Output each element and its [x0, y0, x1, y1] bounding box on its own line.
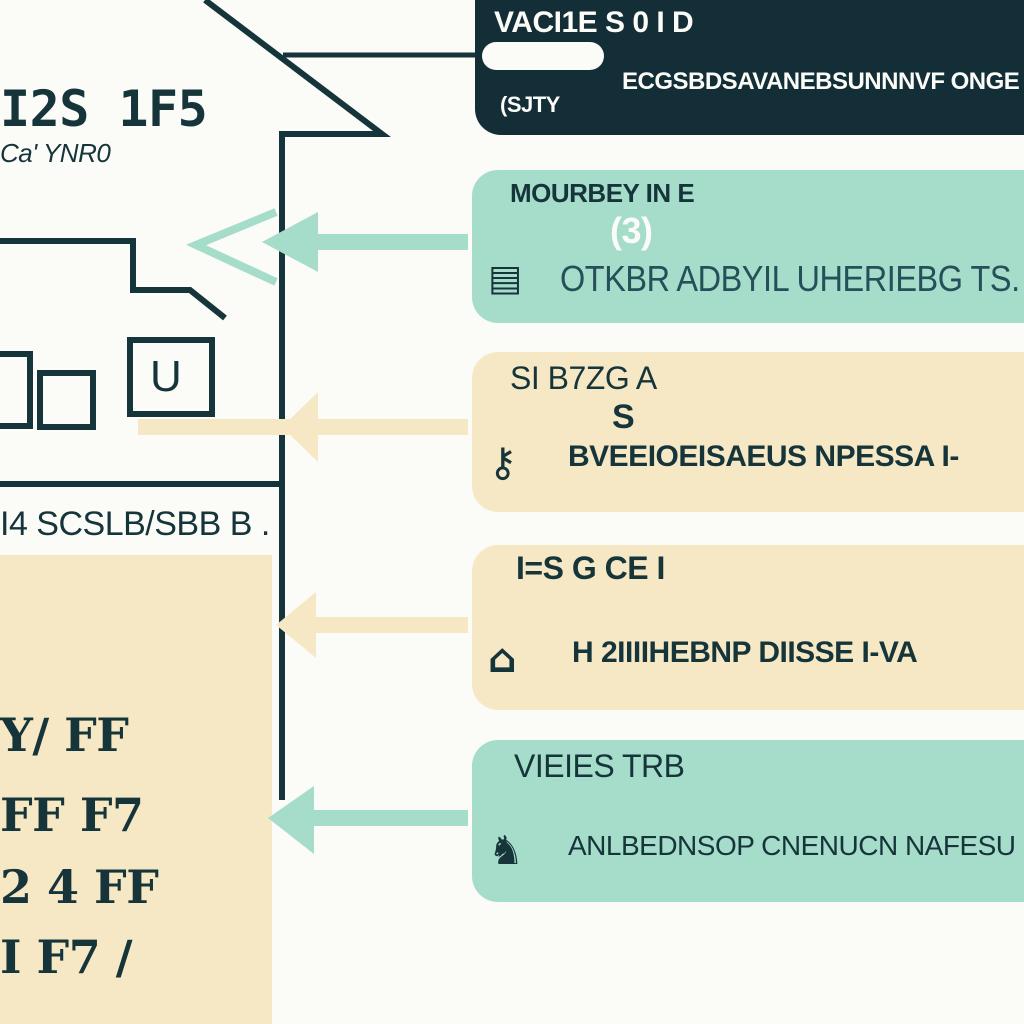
monitor-icon: ▤: [488, 258, 523, 299]
card-2-body: OTKBR ADBYIL UHERIEBG TS.: [560, 258, 1020, 299]
card-3: [472, 352, 1024, 512]
house-subtitle: Ca' YNR0: [0, 138, 111, 168]
arrow-4: [268, 786, 468, 854]
card-5-body: ANLBEDNSOP CNENUCN NAFESU: [568, 830, 1016, 861]
card-2-badge: (3): [610, 210, 653, 251]
door-label: U: [150, 352, 182, 401]
figure-icon: ♞: [488, 828, 524, 874]
card-4-body: H 2IIIIHEBNP DIISSE I-VA: [572, 636, 918, 669]
arrow-3: [276, 592, 468, 658]
arrow-1: [186, 208, 468, 286]
stat-1: Y/ FF: [0, 708, 129, 762]
card-1-title: VACI1E S 0 I D: [494, 6, 694, 39]
card-2-title: MOURBEY IN E: [510, 178, 695, 208]
card-3-badge: S: [612, 398, 635, 436]
card-1-tab: [482, 42, 604, 70]
stat-3: 2 4 FF: [0, 860, 159, 914]
card-1-body: ECGSBDSAVANEBSUNNNVF ONGE: [622, 68, 1020, 95]
house-title: I2S 1F5: [0, 80, 208, 138]
card-2: [472, 170, 1024, 323]
house-caption: I4 SCSLB/SBB B .: [0, 505, 270, 543]
card-5: [472, 740, 1024, 902]
card-3-title: SI B7ZG A: [510, 360, 657, 396]
card-4: [472, 545, 1024, 710]
card-5-title: VIEIES TRB: [514, 748, 685, 784]
left-panel-bg: [0, 555, 272, 1024]
stat-2: FF F7: [0, 788, 144, 842]
arrow-2: [138, 392, 468, 462]
card-3-body: BVEEIOEISAEUS NPESSA I-: [568, 440, 959, 473]
key-icon: ⚷: [488, 440, 518, 486]
card-4-title: I=S G CE I: [516, 550, 665, 586]
house-icon: ⌂: [488, 636, 517, 682]
card-1-note: (SJTY: [500, 92, 560, 117]
house-outline: [0, 0, 391, 800]
stat-4: I F7 /: [0, 930, 133, 984]
